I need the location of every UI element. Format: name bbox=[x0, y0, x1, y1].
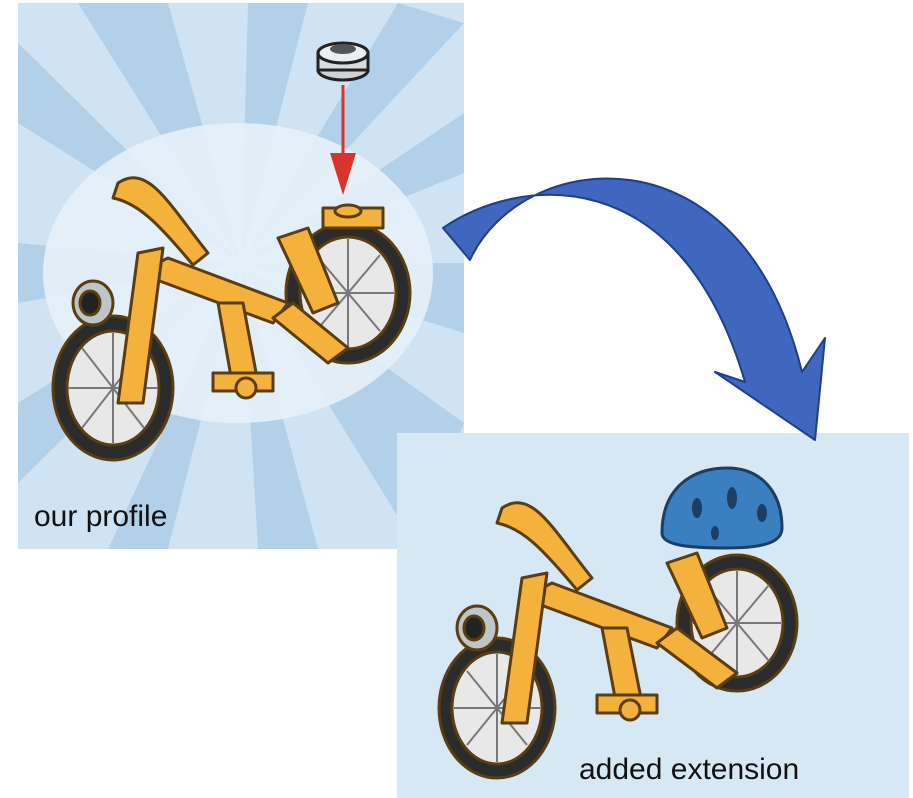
extension-panel bbox=[397, 433, 909, 798]
profile-caption: our profile bbox=[34, 502, 167, 532]
helmet-icon bbox=[662, 468, 782, 548]
extension-illustration bbox=[397, 433, 909, 798]
front-wheel bbox=[53, 316, 173, 460]
front-wheel bbox=[439, 638, 555, 778]
extension-caption: added extension bbox=[579, 755, 799, 785]
round-plate-icon bbox=[318, 43, 368, 80]
